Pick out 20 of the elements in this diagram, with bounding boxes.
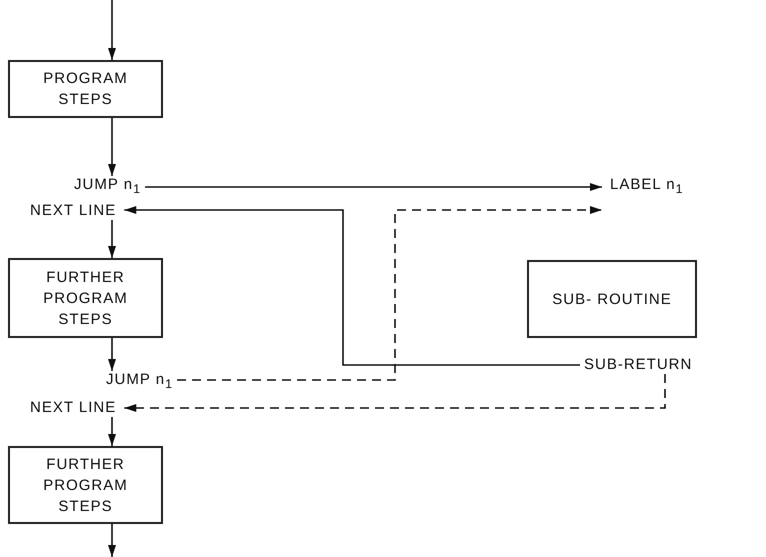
arrow: [108, 417, 116, 446]
flow-label: NEXT LINE: [26, 202, 120, 220]
flow-label: JUMP n$_{1}$: [102, 371, 178, 393]
arrow: [108, 524, 116, 557]
arrow: [177, 206, 602, 381]
arrow: [145, 183, 602, 191]
flow-label: JUMP n$_{1}$: [70, 176, 146, 198]
arrow: [108, 220, 116, 258]
process-box: SUB- ROUTINE: [527, 260, 697, 338]
flow-label: LABEL n$_{1}$: [606, 176, 688, 198]
arrow: [108, 118, 116, 176]
flow-label: NEXT LINE: [26, 399, 120, 417]
arrow: [108, 338, 116, 371]
process-box: FURTHER PROGRAM STEPS: [8, 258, 163, 338]
arrow: [124, 374, 666, 412]
process-box: PROGRAM STEPS: [8, 60, 163, 118]
arrow: [124, 206, 580, 366]
arrow: [108, 0, 116, 60]
flow-label: SUB-RETURN: [580, 356, 696, 374]
process-box: FURTHER PROGRAM STEPS: [8, 446, 163, 524]
